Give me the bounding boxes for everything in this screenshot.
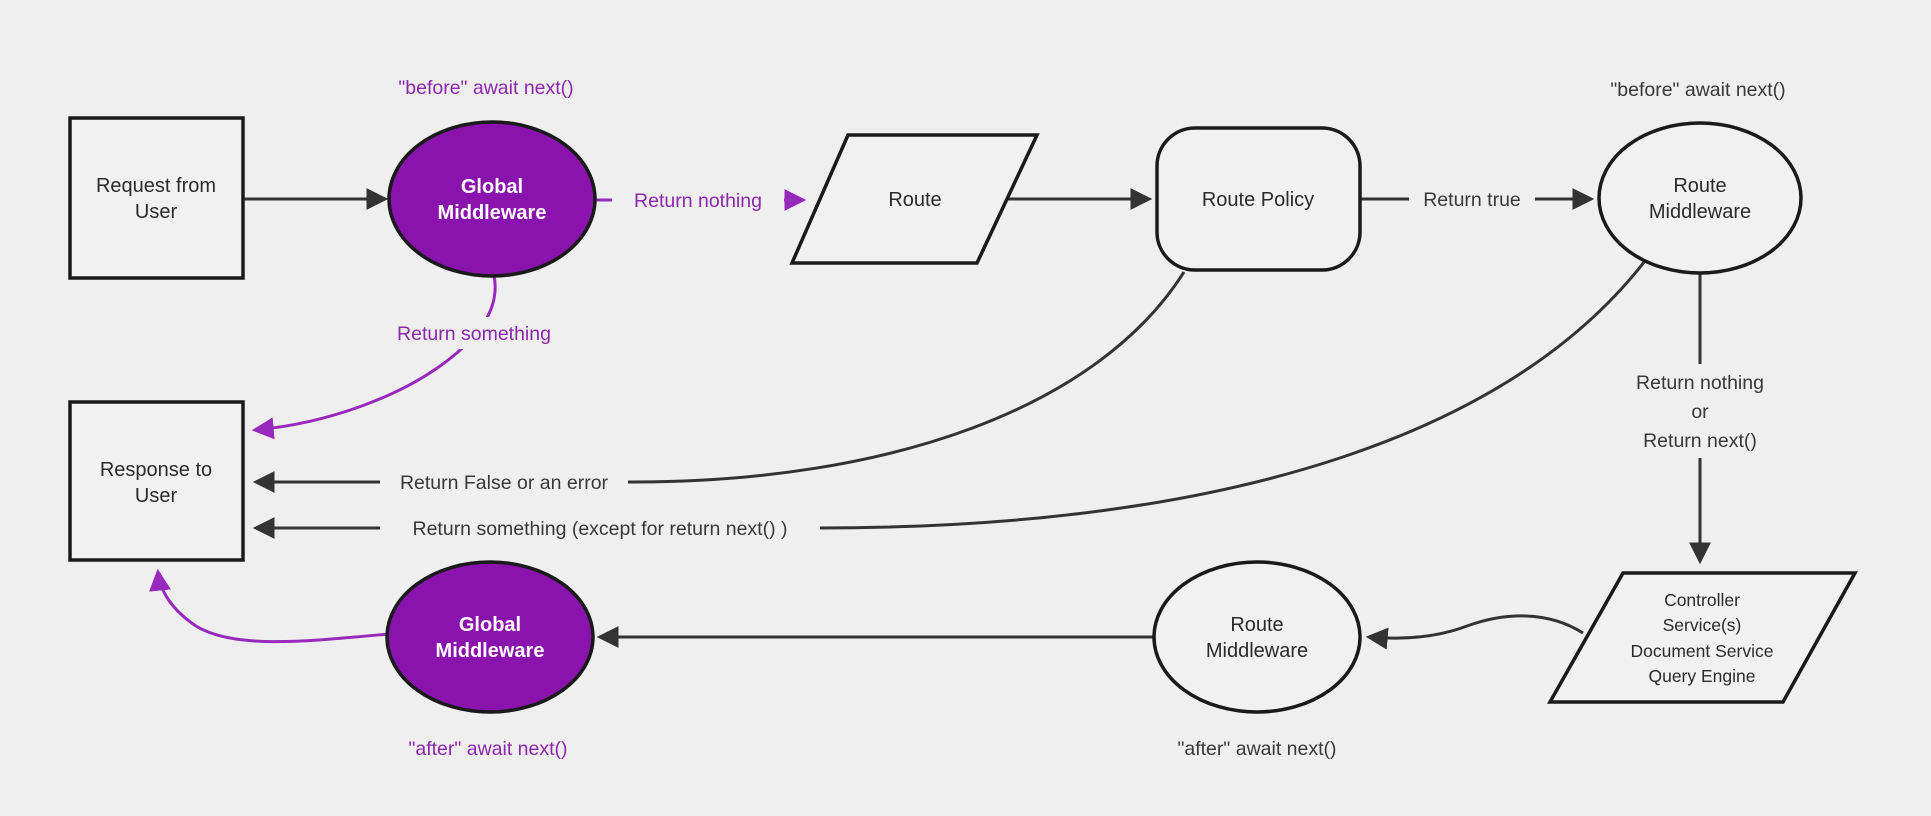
route-middleware-top-label-line1: Route [1673,175,1726,197]
node-route-middleware-bottom [1152,560,1362,714]
label-return-something: Return something [397,323,551,345]
controller-label-line2: Service(s) [1663,615,1742,635]
controller-label-line3: Document Service [1631,641,1774,661]
route-label: Route [888,189,941,211]
edge-route-middleware-return-something-to-response [252,256,1650,539]
global-middleware-top-label-line1: Global [461,176,523,198]
label-return-something-except: Return something (except for return next… [413,518,788,540]
global-middleware-top-label-line2: Middleware [438,202,547,224]
label-after-await-next-global: "after" await next() [408,738,567,760]
label-return-nothing-or-line2: or [1691,401,1709,423]
controller-label-line4: Query Engine [1648,666,1755,686]
label-before-await-next-global: "before" await next() [398,77,573,99]
label-return-nothing: Return nothing [634,190,762,212]
global-middleware-bottom-label-line2: Middleware [436,640,545,662]
node-response-to-user [68,400,245,562]
node-global-middleware-top [387,120,597,278]
edge-route-policy-return-false-to-response [252,271,1186,493]
label-bg-return-something-except [380,511,820,544]
route-middleware-bottom-label-line1: Route [1230,614,1283,636]
global-middleware-bottom-label-line1: Global [459,614,521,636]
node-global-middleware-bottom [385,560,595,714]
label-return-false-or-error: Return False or an error [400,472,609,494]
label-bg-return-nothing [612,184,784,216]
request-label-line2: User [135,201,178,223]
node-route-policy [1155,126,1362,272]
label-return-nothing-or-line1: Return nothing [1636,372,1764,394]
route-policy-label: Route Policy [1202,189,1314,211]
label-bg-return-false [380,466,628,498]
node-controller-services [1546,571,1858,704]
edge-controller-to-route-middleware-bottom [1365,614,1584,650]
node-route [789,133,1040,265]
response-label-line1: Response to [100,459,212,481]
route-middleware-top-label-line2: Middleware [1649,201,1751,223]
route-middleware-bottom-label-line2: Middleware [1206,640,1308,662]
label-before-await-next-route: "before" await next() [1610,79,1785,101]
label-bg-return-true [1409,184,1535,215]
edge-global-middleware-bottom-to-response [149,568,390,644]
response-label-line2: User [135,485,178,507]
label-return-nothing-or-line3: Return next() [1643,430,1757,452]
label-after-await-next-route: "after" await next() [1177,738,1336,760]
controller-label-line1: Controller [1664,590,1740,610]
request-label-line1: Request from [96,175,216,197]
node-request-from-user [68,116,245,280]
label-return-true: Return true [1423,189,1521,211]
label-bg-return-something [383,317,565,349]
edge-global-middleware-return-something-to-response [251,274,497,440]
node-route-middleware-top [1597,121,1803,275]
label-bg-return-nothing-or [1626,364,1774,458]
